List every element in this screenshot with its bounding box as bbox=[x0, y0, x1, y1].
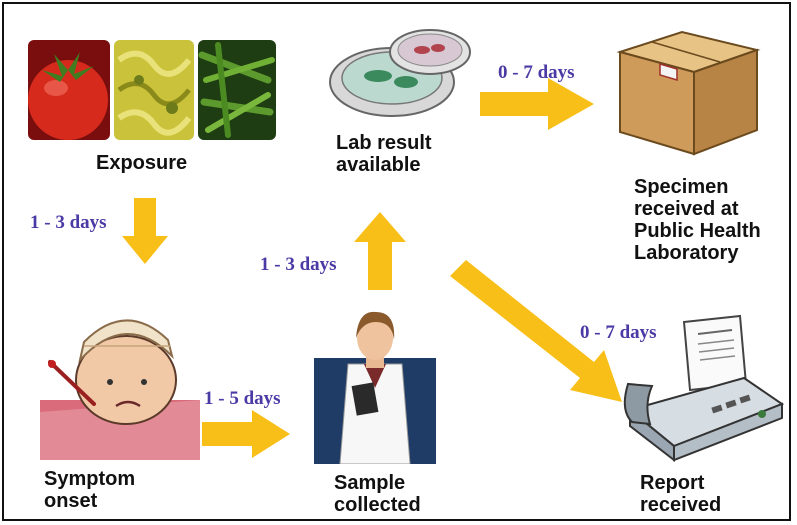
arrow-layer bbox=[4, 4, 791, 521]
interval-sample-to-lab: 1 - 3 days bbox=[260, 254, 337, 276]
arrow-sample-to-lab bbox=[354, 212, 406, 290]
interval-lab-to-specimen: 0 - 7 days bbox=[498, 62, 575, 84]
diagram-frame: Exposure Lab result available Specimen r… bbox=[2, 2, 791, 521]
interval-sample-to-report: 0 - 7 days bbox=[580, 322, 657, 344]
arrow-symptom-to-sample bbox=[202, 410, 290, 458]
interval-symptom-to-sample: 1 - 5 days bbox=[204, 388, 281, 410]
arrow-exposure-to-symptom bbox=[122, 198, 168, 264]
arrow-lab-to-specimen bbox=[480, 78, 594, 130]
interval-exposure-to-symptom: 1 - 3 days bbox=[30, 212, 107, 234]
